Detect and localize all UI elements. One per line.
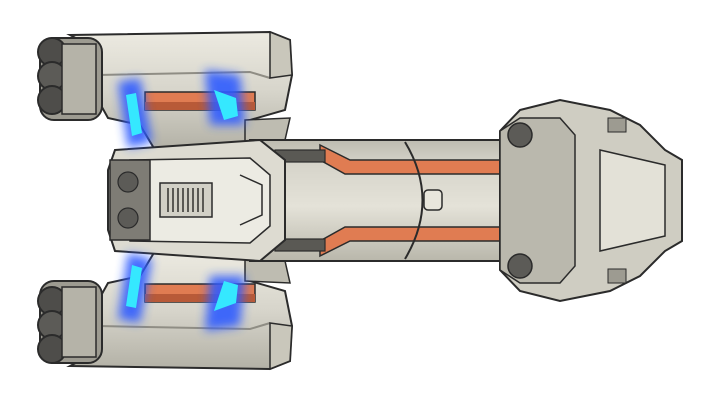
lower-engine-arm (66, 250, 294, 371)
vent-grill-icon (159, 182, 213, 218)
bow-section (499, 98, 683, 303)
bow-port-icon (507, 253, 533, 279)
blue-glow-light-icon (118, 253, 152, 323)
lower-thruster-pod (37, 280, 103, 364)
blue-glow-light-icon (205, 70, 245, 125)
upper-thruster-pod (37, 37, 103, 121)
boom-joint (423, 189, 443, 211)
blue-glow-light-icon (118, 78, 152, 148)
boom-hoop (404, 141, 424, 260)
blue-glow-light-icon (205, 276, 245, 331)
central-hub (107, 138, 286, 263)
bow-port-icon (507, 122, 533, 148)
upper-engine-arm (66, 30, 294, 151)
glow-lights (118, 70, 245, 331)
